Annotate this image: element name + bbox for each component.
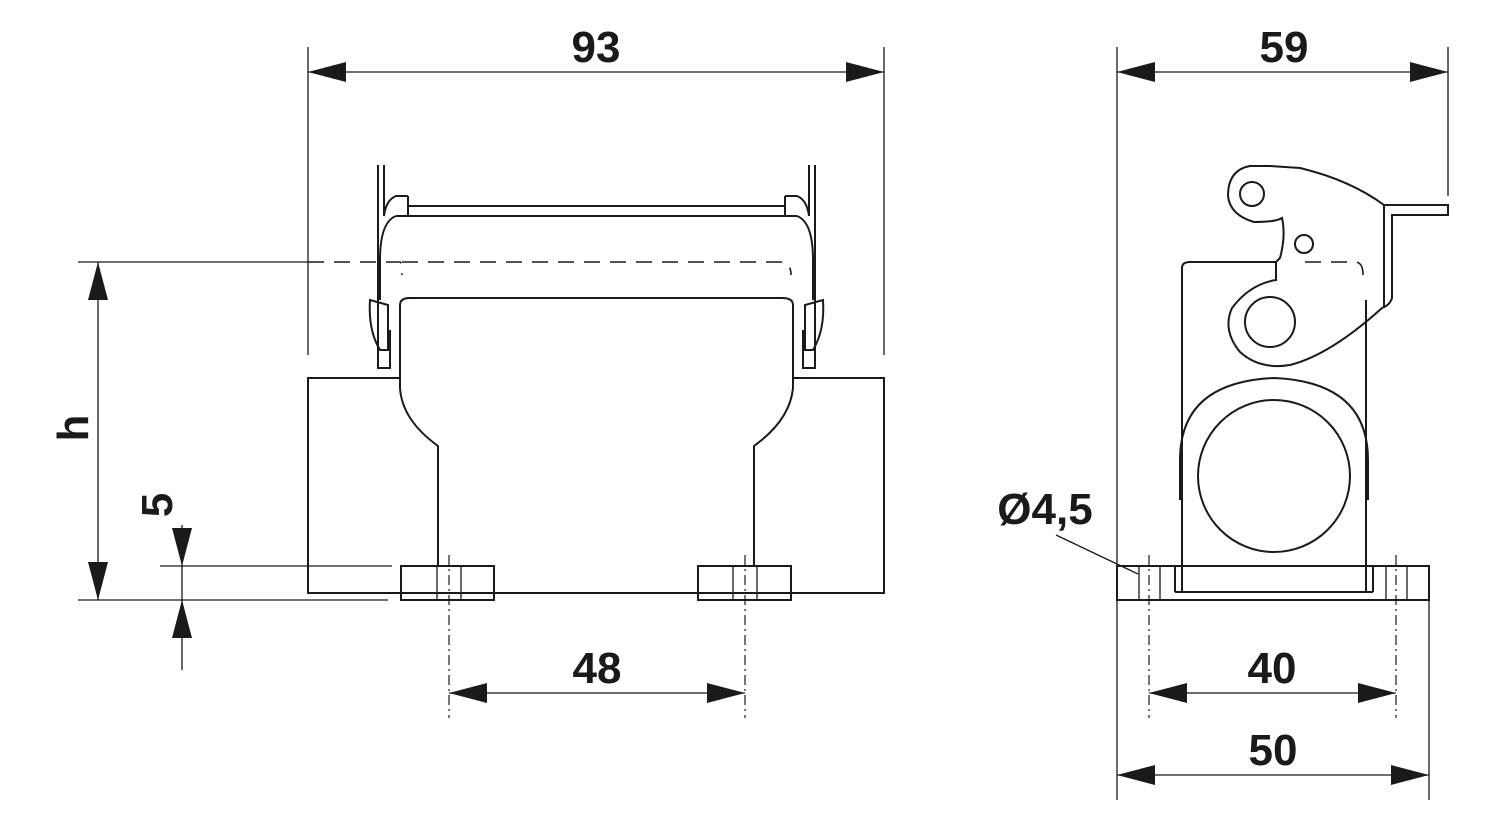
dim-5-label: 5 bbox=[133, 493, 182, 517]
dim-93-label: 93 bbox=[572, 23, 621, 72]
front-view: 93 h 5 48 bbox=[49, 23, 885, 718]
side-view: 59 Ø4,5 40 50 bbox=[997, 23, 1449, 800]
dim-h-label: h bbox=[49, 415, 98, 442]
dim-48-label: 48 bbox=[573, 644, 622, 693]
dim-50-label: 50 bbox=[1249, 726, 1298, 775]
dim-59-label: 59 bbox=[1260, 23, 1309, 72]
dim-40-label: 40 bbox=[1248, 644, 1297, 693]
dim-hole-diameter-label: Ø4,5 bbox=[997, 485, 1092, 534]
